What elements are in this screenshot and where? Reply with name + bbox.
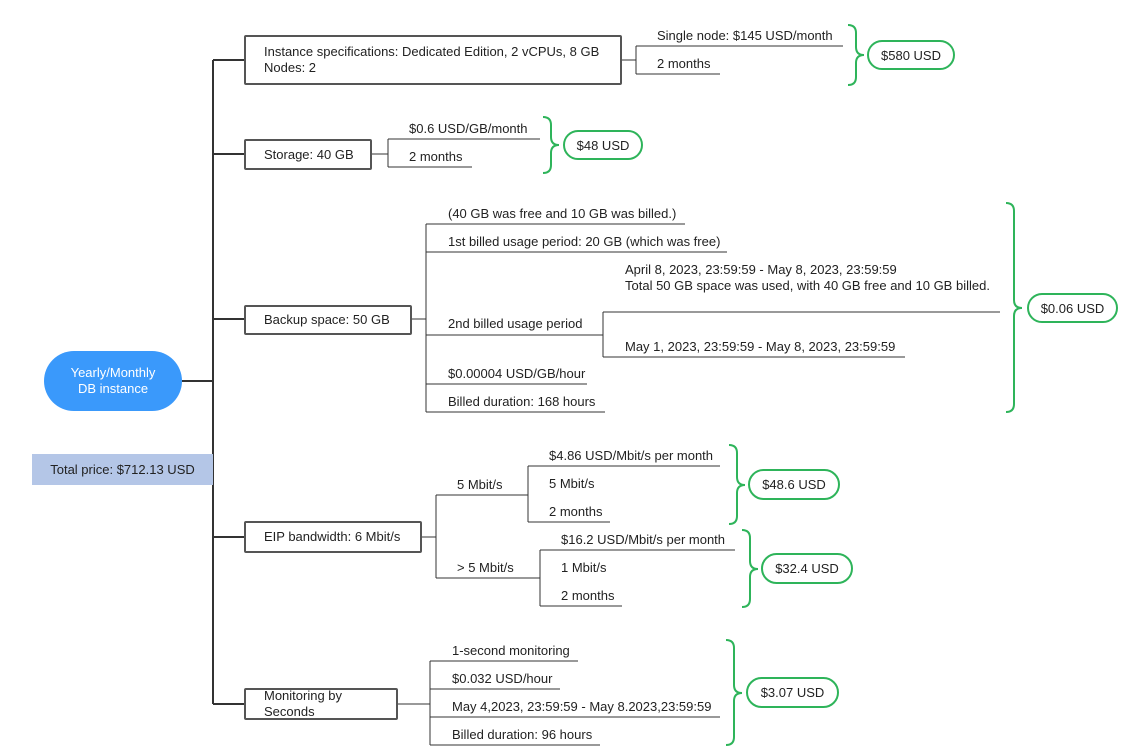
eip-tier-2-unit-price: $16.2 USD/Mbit/s per month: [561, 532, 726, 547]
backup-period-1: 1st billed usage period: 20 GB (which wa…: [448, 234, 721, 249]
backup-unit-price: $0.00004 USD/GB/hour: [448, 366, 586, 381]
storage-result: $48 USD: [563, 130, 643, 160]
eip-box: EIP bandwidth: 6 Mbit/s: [244, 521, 422, 553]
monitoring-duration: Billed duration: 96 hours: [452, 727, 593, 742]
monitoring-box: Monitoring by Seconds: [244, 688, 398, 720]
backup-label: Backup space: 50 GB: [264, 312, 390, 327]
monitoring-label: Monitoring by Seconds: [264, 688, 343, 719]
instance-spec-text: Instance specifications: Dedicated Editi…: [264, 44, 600, 59]
monitoring-unit-price: $0.032 USD/hour: [452, 671, 553, 686]
eip-tier-2-duration: 2 months: [561, 588, 615, 603]
eip-tier-1-duration: 2 months: [549, 504, 603, 519]
storage-label: Storage: 40 GB: [264, 146, 354, 162]
eip-tier-2-label: > 5 Mbit/s: [457, 560, 514, 575]
backup-box: Backup space: 50 GB: [244, 305, 412, 335]
eip-tier-2-amount: 1 Mbit/s: [561, 560, 607, 575]
instance-duration: 2 months: [657, 56, 711, 71]
backup-note: (40 GB was free and 10 GB was billed.): [448, 206, 677, 221]
storage-unit-price: $0.6 USD/GB/month: [409, 121, 528, 136]
storage-box: Storage: 40 GB: [244, 139, 372, 170]
instance-result: $580 USD: [867, 40, 955, 70]
instance-nodes-text: Nodes: 2: [264, 60, 317, 75]
eip-tier-1-amount: 5 Mbit/s: [549, 476, 595, 491]
root-line-1: Yearly/Monthly: [70, 365, 156, 380]
backup-result: $0.06 USD: [1027, 293, 1118, 323]
backup-period-2: 2nd billed usage period: [448, 316, 583, 331]
eip-tier-1-unit-price: $4.86 USD/Mbit/s per month: [549, 448, 714, 463]
backup-period-2-range: April 8, 2023, 23:59:59 - May 8, 2023, 2…: [625, 262, 897, 277]
monitoring-type: 1-second monitoring: [452, 643, 570, 658]
eip-label: EIP bandwidth: 6 Mbit/s: [264, 529, 401, 544]
instance-spec-box: Instance specifications: Dedicated Editi…: [244, 35, 622, 85]
eip-tier-1-result: $48.6 USD: [748, 469, 840, 500]
root-node: Yearly/Monthly DB instance: [44, 351, 182, 411]
eip-tier-1-label: 5 Mbit/s: [457, 477, 503, 492]
root-line-2: DB instance: [77, 381, 149, 396]
monitoring-range: May 4,2023, 23:59:59 - May 8.2023,23:59:…: [452, 699, 712, 714]
total-price-label: Total price: $712.13 USD: [32, 454, 213, 485]
storage-duration: 2 months: [409, 149, 463, 164]
backup-duration: Billed duration: 168 hours: [448, 394, 596, 409]
backup-period-2-detail: Total 50 GB space was used, with 40 GB f…: [625, 278, 990, 293]
instance-unit-price: Single node: $145 USD/month: [657, 28, 833, 43]
monitoring-result: $3.07 USD: [746, 677, 839, 708]
backup-billed-range: May 1, 2023, 23:59:59 - May 8, 2023, 23:…: [625, 339, 896, 354]
eip-tier-2-result: $32.4 USD: [761, 553, 853, 584]
